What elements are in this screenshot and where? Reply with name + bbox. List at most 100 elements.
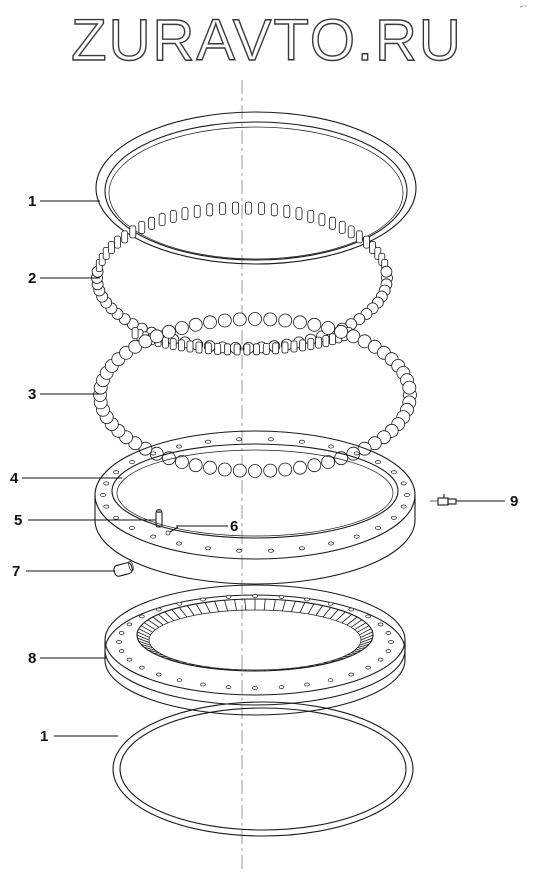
bolt-hole (375, 525, 381, 530)
callout-3: 3 (28, 386, 36, 403)
bolt-hole (103, 481, 110, 486)
roller (232, 201, 239, 215)
bolt-hole (100, 493, 106, 497)
gear-tooth (234, 669, 237, 671)
bolt-hole (348, 672, 354, 677)
ball (321, 455, 336, 469)
ball (232, 463, 247, 478)
bolt-hole (236, 548, 243, 553)
bolt-hole (353, 534, 360, 539)
roller (283, 204, 291, 218)
gear-tooth (244, 669, 247, 672)
ball (248, 464, 262, 478)
gear-tooth (329, 609, 339, 620)
ball (149, 329, 164, 344)
gear-tooth (136, 634, 150, 641)
bolt-hole (176, 541, 182, 546)
gear-tooth (335, 611, 346, 621)
bolt-hole (299, 439, 305, 444)
gear-tooth (137, 631, 150, 638)
ball (346, 446, 361, 461)
bolt-hole (129, 525, 135, 530)
gear-tooth (282, 668, 286, 671)
bolt-hole (404, 493, 410, 497)
ball (174, 321, 189, 335)
gear-tooth (143, 622, 156, 631)
roller (355, 230, 363, 244)
inner-gear-race (104, 584, 406, 716)
bolt-hole (113, 515, 120, 520)
ball (203, 315, 217, 330)
ball (161, 451, 176, 466)
gear-tooth (273, 599, 276, 611)
callout-5: 5 (14, 512, 22, 529)
bolt-hole (353, 451, 360, 456)
bolt-hole (126, 622, 133, 627)
ball (293, 315, 307, 330)
gear-tooth (354, 622, 367, 631)
gear-tooth (315, 605, 324, 616)
roller (181, 207, 189, 221)
bolt-hole (118, 631, 125, 635)
roller (138, 220, 146, 234)
roller (253, 343, 261, 356)
roller (169, 209, 177, 223)
roller (223, 343, 231, 356)
roller (121, 230, 129, 244)
gear-tooth (140, 643, 153, 649)
gear-tooth (152, 652, 164, 656)
gear-tooth (359, 640, 372, 646)
gear-tooth (357, 625, 370, 633)
gear-tooth (263, 599, 266, 611)
roller (328, 216, 336, 230)
bolt-hole (304, 682, 310, 687)
inner-race-bolt-holes (116, 594, 394, 690)
roller (262, 342, 270, 355)
roller (281, 341, 289, 354)
gear-tooth (282, 600, 286, 612)
bolt-hole (388, 640, 394, 644)
ball (248, 312, 262, 326)
bolt-hole (348, 607, 354, 612)
ball (334, 451, 349, 466)
bolt-hole (385, 649, 392, 653)
gear-tooth (234, 599, 237, 611)
bolt-hole (377, 622, 384, 627)
corner-mark: ⌐~ (520, 4, 528, 10)
bolt-hole (126, 657, 133, 662)
bolt-hole (304, 597, 310, 602)
roller (272, 342, 280, 355)
roller (148, 216, 156, 230)
roller (219, 202, 226, 216)
gear-tooth (299, 602, 306, 613)
ball (217, 313, 232, 328)
roller (114, 235, 121, 249)
roller (204, 342, 212, 355)
callout-4: 4 (10, 470, 19, 487)
bolt-hole (365, 665, 371, 670)
roller (307, 338, 315, 351)
callout-9: 9 (510, 493, 518, 510)
roller (186, 340, 194, 353)
bolt-hole (267, 437, 274, 442)
gear-tooth (360, 634, 374, 641)
bolt-hole (400, 481, 407, 486)
ball-ring (93, 312, 417, 478)
ball (263, 463, 278, 478)
gear-tooth (354, 646, 367, 651)
bolt-hole (327, 678, 334, 683)
bolt-hole (129, 460, 135, 465)
bolt-hole (176, 678, 183, 683)
callout-7: 7 (12, 563, 20, 580)
bolt-hole (156, 607, 162, 612)
ball (161, 324, 176, 339)
gear-tooth (214, 601, 220, 612)
roller (129, 225, 137, 239)
gear-tooth (195, 603, 203, 615)
roller (158, 213, 166, 227)
ball (232, 312, 247, 327)
gear-tooth (224, 668, 228, 671)
bolt-hole (176, 601, 183, 606)
bolt-hole (278, 595, 285, 599)
bolt-hole (176, 444, 182, 449)
